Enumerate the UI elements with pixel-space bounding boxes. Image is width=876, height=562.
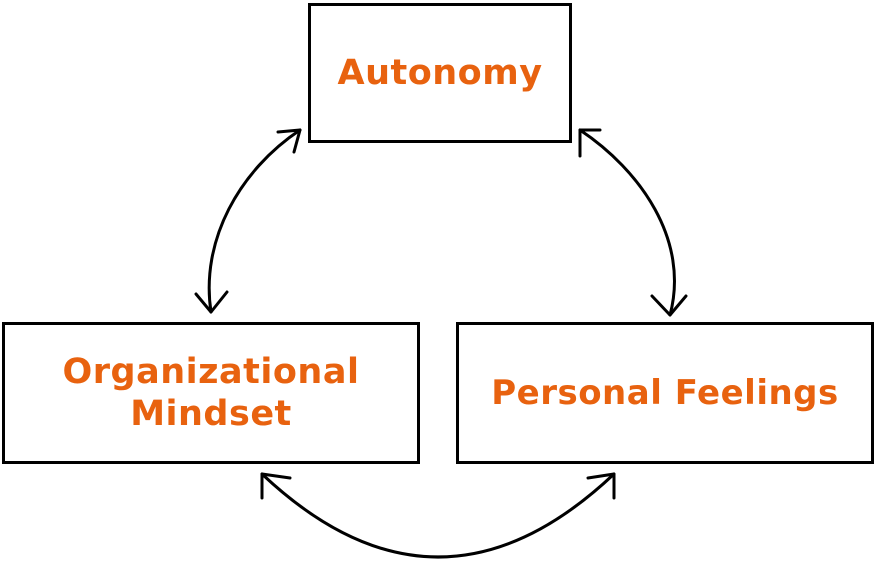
node-organizational-mindset: Organizational Mindset	[2, 322, 420, 464]
arrowhead-mindset-bottom	[260, 472, 292, 500]
arrowhead-feelings-bottom	[586, 472, 616, 500]
node-personal-feelings: Personal Feelings	[456, 322, 874, 464]
arrowhead-autonomy-tick	[578, 128, 602, 158]
node-mindset-label: Organizational Mindset	[63, 351, 360, 435]
arrow-autonomy-feelings	[578, 128, 676, 317]
arrow-mindset-feelings	[260, 472, 616, 559]
arrowhead-feelings-end	[650, 294, 688, 317]
arrow-autonomy-mindset	[207, 128, 302, 314]
node-mindset-label-line1: Organizational	[62, 352, 360, 392]
arrowhead-autonomy-end	[276, 128, 302, 154]
node-autonomy-label: Autonomy	[337, 53, 543, 93]
arrowhead-mindset-end	[194, 290, 229, 314]
node-autonomy: Autonomy	[308, 3, 572, 143]
node-feelings-label: Personal Feelings	[491, 372, 839, 413]
node-mindset-label-line2: Mindset	[130, 394, 292, 434]
